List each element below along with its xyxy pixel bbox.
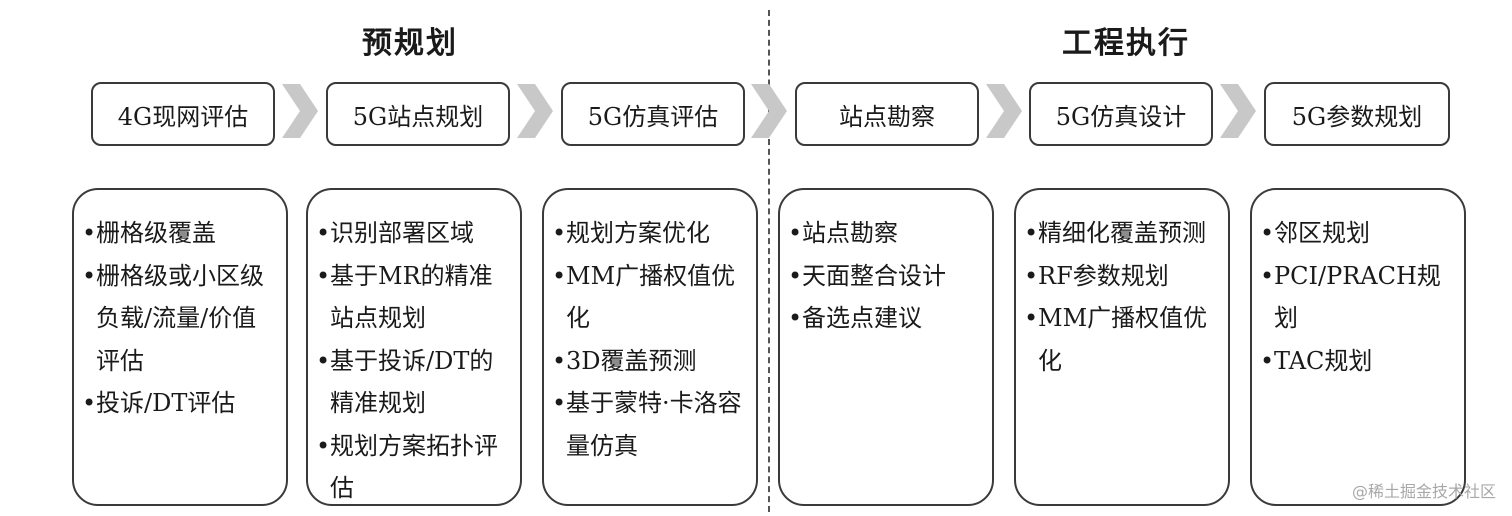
step-box-5g-simulation-design: 5G仿真设计 bbox=[1029, 82, 1213, 146]
chevron-arrow-icon bbox=[1220, 84, 1256, 138]
detail-item: 栅格级覆盖 bbox=[82, 212, 280, 255]
chevron-arrow-icon bbox=[282, 84, 318, 138]
detail-item: 基于MR的精准站点规划 bbox=[316, 255, 514, 340]
detail-item: MM广播权值优化 bbox=[1024, 297, 1222, 382]
detail-item: 精细化覆盖预测 bbox=[1024, 212, 1222, 255]
detail-item: 基于投诉/DT的精准规划 bbox=[316, 340, 514, 425]
detail-item: 备选点建议 bbox=[788, 297, 986, 340]
detail-box-5g-simulation-eval: 规划方案优化 MM广播权值优化 3D覆盖预测 基于蒙特·卡洛容量仿真 bbox=[542, 188, 758, 506]
detail-item: 站点勘察 bbox=[788, 212, 986, 255]
step-box-4g-evaluation: 4G现网评估 bbox=[91, 82, 275, 146]
step-box-5g-parameter-planning: 5G参数规划 bbox=[1264, 82, 1450, 146]
phase-divider bbox=[768, 10, 770, 512]
detail-item: 识别部署区域 bbox=[316, 212, 514, 255]
detail-box-5g-simulation-design: 精细化覆盖预测 RF参数规划 MM广播权值优化 bbox=[1014, 188, 1230, 506]
detail-item: MM广播权值优化 bbox=[552, 255, 750, 340]
step-box-5g-simulation-eval: 5G仿真评估 bbox=[561, 82, 745, 146]
detail-box-5g-parameter-planning: 邻区规划 PCI/PRACH规划 TAC规划 bbox=[1250, 188, 1466, 506]
watermark: @稀土掘金技术社区 bbox=[1351, 482, 1496, 501]
detail-item: 规划方案拓扑评估 bbox=[316, 425, 514, 505]
detail-box-site-survey: 站点勘察 天面整合设计 备选点建议 bbox=[778, 188, 994, 506]
chevron-arrow-icon bbox=[517, 84, 553, 138]
detail-item: RF参数规划 bbox=[1024, 255, 1222, 298]
detail-item: 投诉/DT评估 bbox=[82, 382, 280, 425]
detail-item: PCI/PRACH规划 bbox=[1260, 255, 1458, 340]
phase-title-pre-planning: 预规划 bbox=[362, 26, 458, 61]
chevron-arrow-icon bbox=[986, 84, 1022, 138]
phase-title-engineering: 工程执行 bbox=[1062, 26, 1190, 61]
detail-item: 栅格级或小区级负载/流量/价值评估 bbox=[82, 255, 280, 383]
detail-item: 3D覆盖预测 bbox=[552, 340, 750, 383]
detail-box-4g-evaluation: 栅格级覆盖 栅格级或小区级负载/流量/价值评估 投诉/DT评估 bbox=[72, 188, 288, 506]
detail-item: 规划方案优化 bbox=[552, 212, 750, 255]
detail-item: 天面整合设计 bbox=[788, 255, 986, 298]
detail-item: 基于蒙特·卡洛容量仿真 bbox=[552, 382, 750, 467]
detail-box-5g-site-planning: 识别部署区域 基于MR的精准站点规划 基于投诉/DT的精准规划 规划方案拓扑评估 bbox=[306, 188, 522, 506]
detail-item: 邻区规划 bbox=[1260, 212, 1458, 255]
chevron-arrow-icon bbox=[751, 84, 787, 138]
detail-item: TAC规划 bbox=[1260, 340, 1458, 383]
step-box-site-survey: 站点勘察 bbox=[795, 82, 979, 146]
step-box-5g-site-planning: 5G站点规划 bbox=[326, 82, 510, 146]
